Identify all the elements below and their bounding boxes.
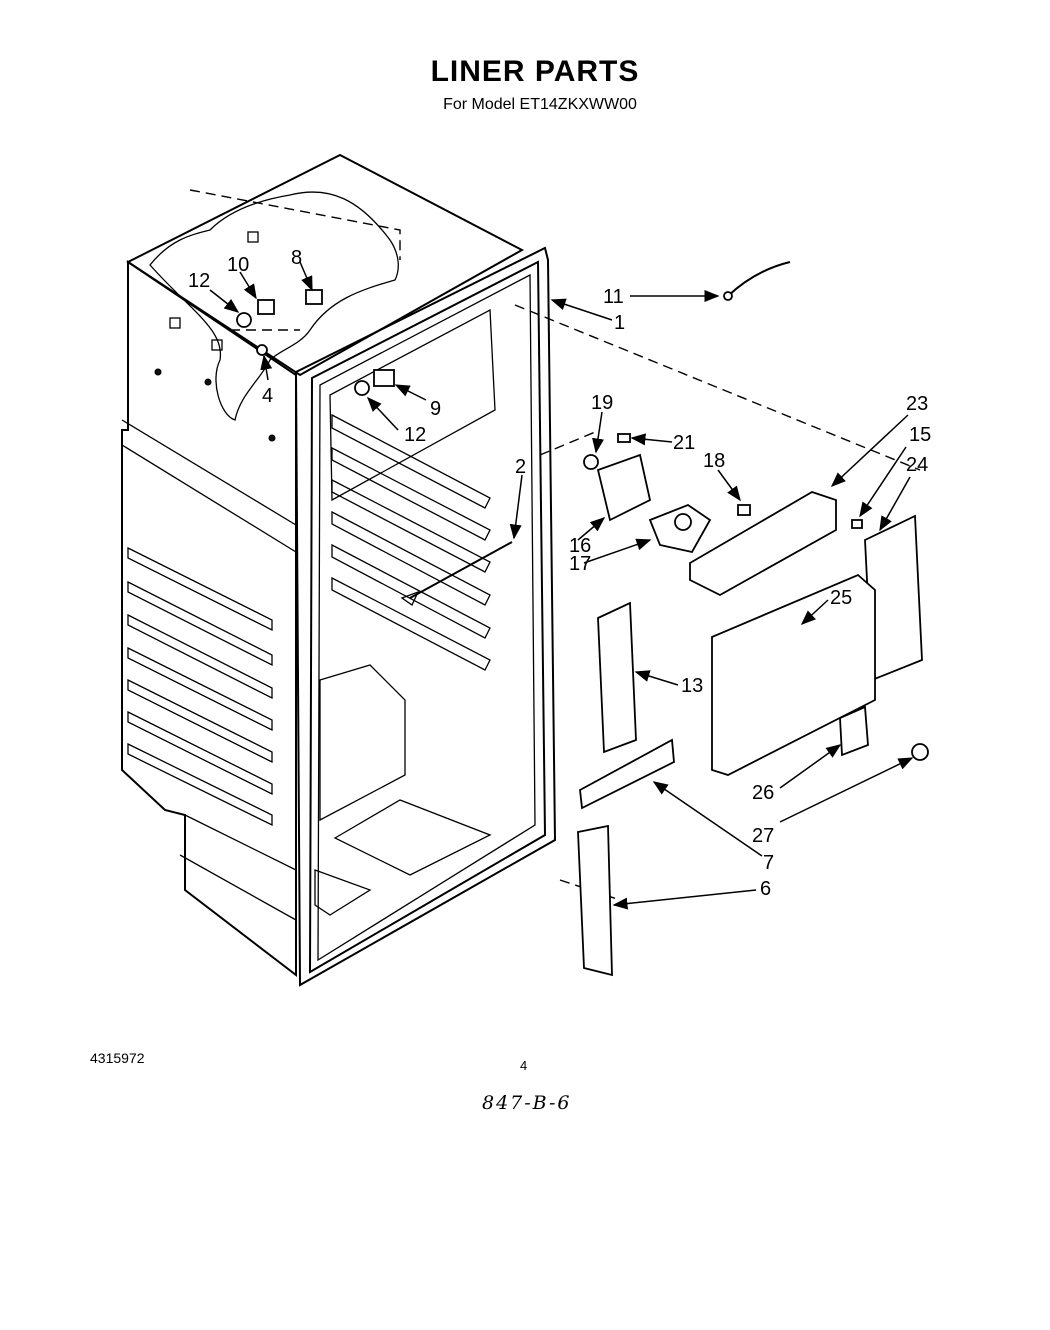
callout-6: 6 <box>760 878 772 900</box>
page-number: 4 <box>520 1058 528 1073</box>
wire-harness <box>727 261 791 297</box>
callout-12: 12 <box>404 424 427 446</box>
page-title: LINER PARTS <box>430 55 640 88</box>
callout-21: 21 <box>673 432 696 454</box>
callout-24: 24 <box>906 454 929 476</box>
callout-23: 23 <box>906 393 929 415</box>
callout-15: 15 <box>909 424 932 446</box>
part-number: 4315972 <box>90 1050 145 1066</box>
callout-1: 1 <box>614 312 626 334</box>
callout-13: 13 <box>681 675 704 697</box>
callout-17: 17 <box>569 553 592 575</box>
model-subtitle: For Model ET14ZKXWW00 <box>443 96 637 113</box>
callout-2: 2 <box>515 456 527 478</box>
callout-8: 8 <box>291 247 303 269</box>
callout-19: 19 <box>591 392 614 414</box>
callout-18: 18 <box>703 450 726 472</box>
callout-4: 4 <box>262 385 274 407</box>
callout-26: 26 <box>752 782 775 804</box>
handwritten-code: 847-B-6 <box>482 1092 572 1114</box>
cabinet-liner <box>121 153 921 987</box>
callout-12-top: 12 <box>188 270 211 292</box>
callout-7: 7 <box>763 852 775 874</box>
callout-16: 16 <box>569 535 592 557</box>
callout-10: 10 <box>227 254 250 276</box>
callout-11: 11 <box>603 286 624 308</box>
callout-25: 25 <box>830 587 853 609</box>
callout-27: 27 <box>752 825 775 847</box>
callout-9: 9 <box>430 398 442 420</box>
